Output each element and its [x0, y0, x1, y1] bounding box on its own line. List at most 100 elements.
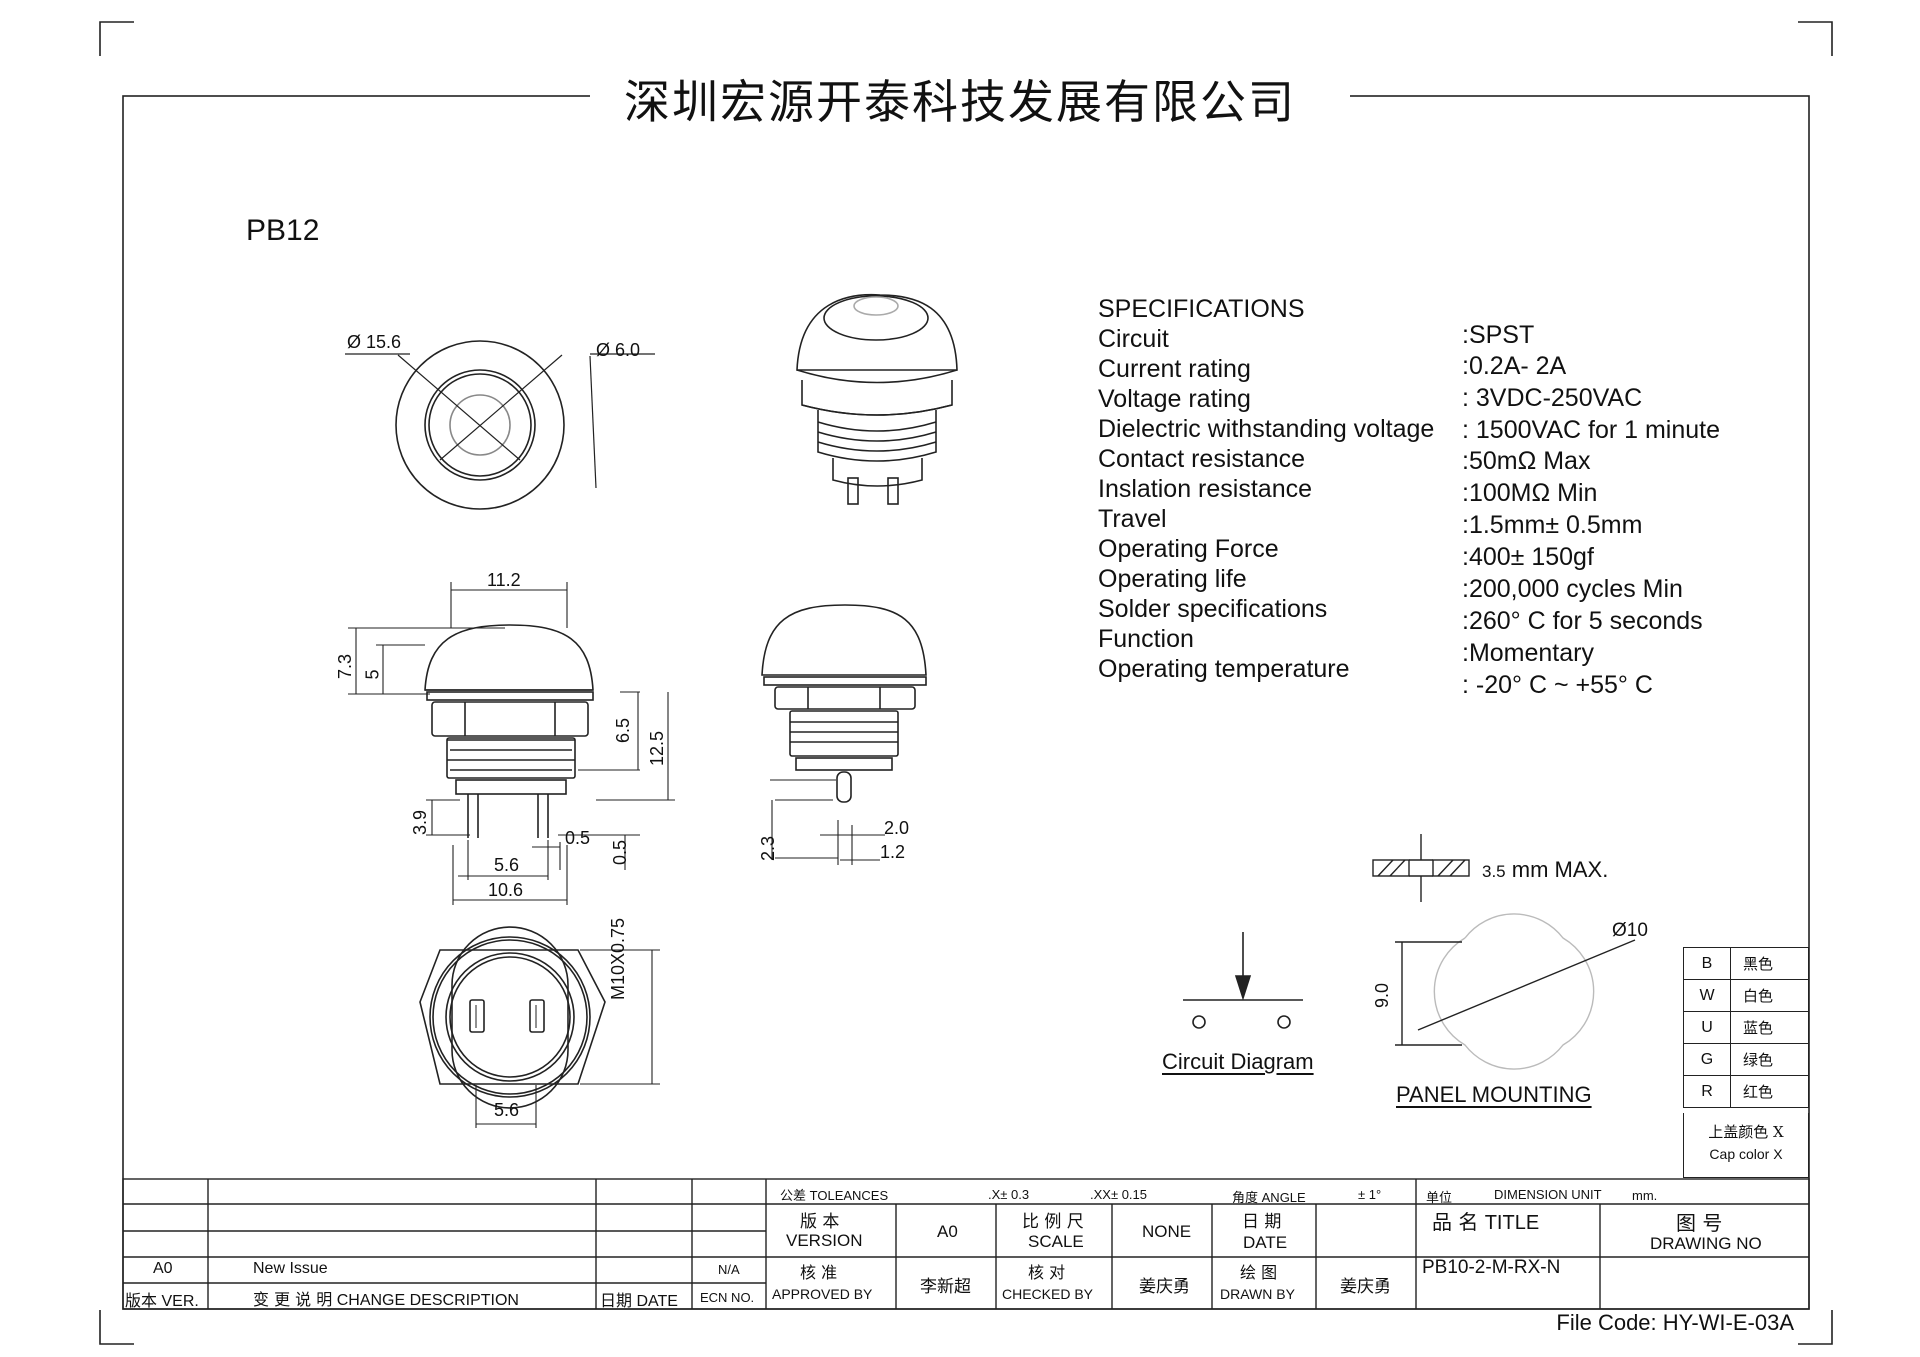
color-code: R: [1683, 1075, 1731, 1108]
tolerances-cn: 公差: [780, 1188, 807, 1203]
panel-hole-diameter: Ø10: [1612, 920, 1648, 941]
dim-side-1-2: 1.2: [880, 842, 906, 862]
spec-label: Solder specifications: [1098, 595, 1328, 623]
spec-label: Circuit: [1098, 325, 1169, 353]
front-view: [348, 582, 675, 905]
header-description-en: CHANGE DESCRIPTION: [336, 1292, 519, 1309]
circuit-diagram: [1183, 932, 1303, 1029]
color-name: 黑色: [1730, 947, 1809, 980]
panel-thickness-value: 3.5: [1482, 862, 1506, 881]
header-version: 版本 VER.: [125, 1287, 199, 1311]
drawn-by: 姜庆勇: [1340, 1277, 1391, 1297]
revision-ecn: N/A: [718, 1262, 740, 1277]
corner-mark-tr: [1798, 21, 1833, 56]
spec-value: :SPST: [1462, 321, 1535, 349]
approved-en: APPROVED BY: [772, 1286, 873, 1302]
spec-label: Inslation resistance: [1098, 475, 1313, 503]
angle-cn: 角度: [1232, 1190, 1259, 1205]
angle-value: ± 1°: [1358, 1187, 1382, 1202]
spec-label: Contact resistance: [1098, 445, 1306, 473]
dim-bottom-5-6: 5.6: [494, 1100, 520, 1120]
header-description-cn: 变 更 说 明: [253, 1290, 333, 1309]
corner-mark-br: [1798, 1310, 1833, 1345]
spec-label: Voltage rating: [1098, 385, 1251, 413]
spec-value: :1.5mm± 0.5mm: [1462, 511, 1643, 539]
date-en: DATE: [1243, 1233, 1288, 1252]
company-heading: 深圳宏源开泰科技发展有限公司: [0, 72, 1920, 132]
spec-value: : 1500VAC for 1 minute: [1462, 416, 1721, 444]
unit-cn: 单位: [1426, 1190, 1453, 1205]
scale-cn: 比 例 尺: [1022, 1212, 1084, 1232]
drawn-en: DRAWN BY: [1220, 1286, 1295, 1302]
spec-value: : -20° C ~ +55° C: [1462, 671, 1653, 699]
circuit-diagram-caption: Circuit Diagram: [1162, 1049, 1314, 1074]
header-date: 日期 DATE: [600, 1287, 678, 1311]
dim-side-2-3: 2.3: [758, 835, 779, 862]
title-label: 品 名 TITLE: [1432, 1206, 1539, 1235]
checked-en: CHECKED BY: [1002, 1286, 1094, 1302]
approved-cn: 核 准: [800, 1263, 838, 1282]
unit-value: mm.: [1632, 1188, 1658, 1203]
tolerance-x: .X± 0.3: [988, 1187, 1030, 1202]
spec-value: :400± 150gf: [1462, 543, 1594, 571]
dim-pin-spacing: 5.6: [494, 855, 520, 875]
panel-hole-height: 9.0: [1372, 982, 1393, 1009]
checked-cn: 核 对: [1028, 1263, 1066, 1282]
dim-height-0-5: 0.5: [610, 839, 631, 866]
drawing-no-cn: 图 号: [1676, 1211, 1723, 1235]
color-code: B: [1683, 947, 1731, 980]
side-view: [761, 604, 927, 865]
dim-height-6-5: 6.5: [613, 717, 634, 744]
header-date-cn: 日期: [600, 1291, 633, 1310]
panel-hole-diagram: [1395, 913, 1636, 1070]
dim-height-12-5: 12.5: [647, 730, 668, 767]
dim-side-2-0: 2.0: [884, 818, 910, 838]
dim-height-5: 5: [362, 669, 383, 680]
spec-value: :100MΩ Min: [1462, 479, 1598, 507]
date-cn: 日 期: [1242, 1212, 1282, 1232]
perspective-view: [796, 293, 958, 505]
sheet-border: [122, 95, 1810, 1310]
company-name: 深圳宏源开泰科技发展有限公司: [598, 75, 1322, 129]
cap-color-cn: 上盖颜色 X: [1708, 1123, 1784, 1141]
panel-thickness-label: 3.5 mm MAX.: [1482, 857, 1608, 883]
drawing-no-en: DRAWING NO: [1650, 1234, 1762, 1253]
corner-mark-tl: [99, 21, 134, 56]
panel-mounting-caption: PANEL MOUNTING: [1396, 1082, 1592, 1107]
color-name: 白色: [1730, 979, 1809, 1012]
header-version-cn: 版本: [125, 1291, 158, 1310]
cap-color-box: 上盖颜色 X Cap color X: [1683, 1113, 1809, 1178]
spec-value: :0.2A- 2A: [1462, 352, 1567, 380]
dim-width-11-2: 11.2: [487, 570, 521, 590]
spec-label: Dielectric withstanding voltage: [1098, 415, 1435, 443]
tolerance-xx: .XX± 0.15: [1090, 1187, 1148, 1202]
dim-height-7-3: 7.3: [335, 653, 356, 680]
spec-value: :50mΩ Max: [1462, 447, 1591, 475]
scale-value: NONE: [1142, 1222, 1192, 1241]
spec-label: Current rating: [1098, 355, 1251, 383]
bottom-view: [419, 926, 660, 1128]
color-name: 蓝色: [1730, 1011, 1809, 1044]
color-code: G: [1683, 1043, 1731, 1076]
corner-mark-bl: [99, 1310, 134, 1345]
header-ecn: ECN NO.: [700, 1290, 755, 1305]
spec-value: :200,000 cycles Min: [1462, 575, 1683, 603]
tolerances-label: 公差 TOLEANCES: [780, 1185, 888, 1204]
dim-base-width: 10.6: [488, 880, 524, 900]
color-name: 红色: [1730, 1075, 1809, 1108]
angle-en: ANGLE: [1261, 1190, 1306, 1205]
dim-height-3-9: 3.9: [410, 809, 431, 836]
spec-label: Operating Force: [1098, 535, 1279, 563]
scale-en: SCALE: [1028, 1232, 1084, 1251]
file-code: File Code: HY-WI-E-03A: [1556, 1310, 1794, 1335]
header-date-en: DATE: [636, 1293, 678, 1310]
spec-value: : 3VDC-250VAC: [1462, 384, 1643, 412]
drawn-cn: 绘 图: [1240, 1263, 1278, 1282]
part-number: PB10-2-M-RX-N: [1422, 1257, 1561, 1278]
header-version-en: VER.: [161, 1293, 199, 1310]
